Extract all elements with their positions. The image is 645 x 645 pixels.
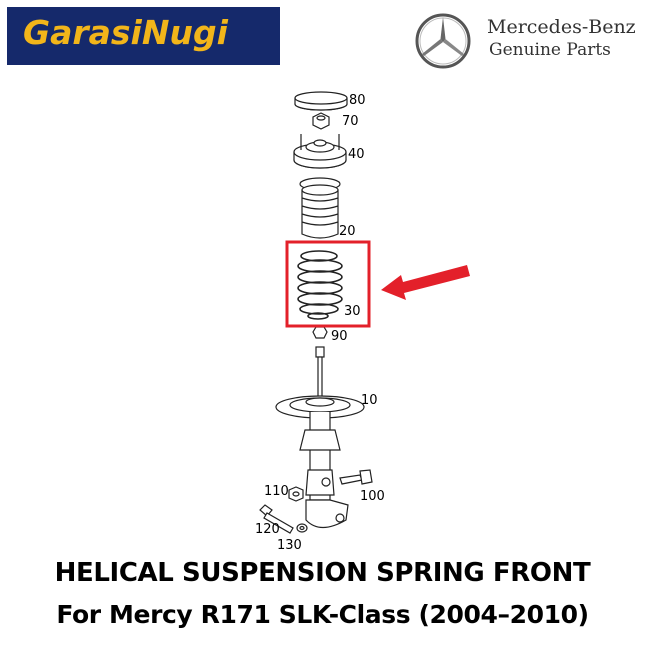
product-title: HELICAL SUSPENSION SPRING FRONT — [54, 558, 591, 588]
part-80-cap — [294, 91, 348, 111]
highlight-arrow-icon — [381, 265, 470, 300]
part-number-10: 10 — [361, 393, 378, 408]
shop-logo: GarasiNugi — [7, 7, 280, 65]
product-subtitle: For Mercy R171 SLK-Class (2004–2010) — [56, 600, 589, 629]
part-10-strut — [275, 346, 365, 529]
part-20-boot — [299, 177, 341, 239]
part-number-20: 20 — [339, 224, 356, 239]
part-110-nut — [288, 486, 304, 502]
part-number-110: 110 — [264, 484, 289, 499]
part-40-top-mount — [293, 134, 347, 169]
part-number-90: 90 — [331, 329, 348, 344]
part-number-70: 70 — [342, 114, 359, 129]
part-100-bolt — [339, 469, 373, 485]
highlight-box — [285, 240, 371, 328]
strut-exploded-diagram: 80 70 40 20 30 90 10 110 100 120 130 — [255, 91, 470, 553]
part-30-spring — [297, 250, 343, 320]
part-120-bolt — [259, 504, 294, 534]
maker-tagline: Genuine Parts — [489, 40, 611, 60]
maker-name: Mercedes-Benz — [487, 16, 636, 38]
part-number-130: 130 — [277, 538, 302, 553]
mercedes-star-icon — [415, 13, 471, 69]
part-number-100: 100 — [360, 489, 385, 504]
part-number-40: 40 — [348, 147, 365, 162]
part-number-120: 120 — [255, 522, 280, 537]
part-number-80: 80 — [349, 93, 366, 108]
part-90-bushing — [312, 326, 328, 339]
shop-logo-text: GarasiNugi — [23, 13, 228, 52]
part-70-nut — [312, 112, 330, 130]
part-number-30: 30 — [344, 304, 361, 319]
part-130-washer — [296, 523, 308, 533]
